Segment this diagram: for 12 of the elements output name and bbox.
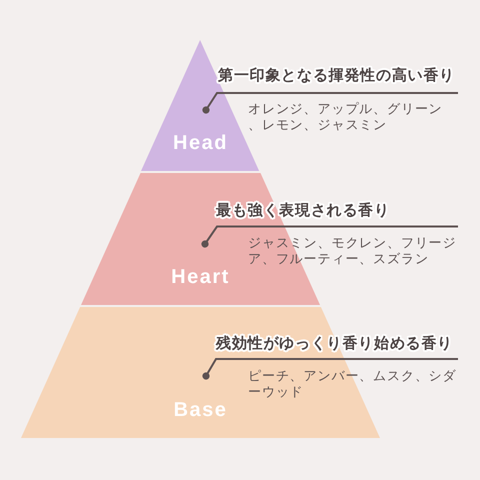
tier-label: Heart	[171, 266, 230, 288]
leader-line	[201, 226, 458, 248]
leader-line	[202, 92, 458, 114]
callout-heading: 最も強く表現される香り	[216, 200, 390, 220]
callout-heading: 第一印象となる揮発性の高い香り	[218, 65, 455, 85]
leader-line	[202, 358, 458, 380]
callout-text: ピーチ、アンバー、ムスク、シダーウッド	[248, 369, 458, 401]
callout-heading: 残効性がゆっくり香り始める香り	[216, 333, 453, 353]
tier-label: Head	[173, 132, 228, 154]
callout-text: ジャスミン、モクレン、フリージア、フルーティー、スズラン	[248, 236, 458, 268]
tier-label: Base	[174, 399, 228, 421]
callout-text: オレンジ、アップル、グリーン、レモン、ジャスミン	[248, 102, 444, 134]
